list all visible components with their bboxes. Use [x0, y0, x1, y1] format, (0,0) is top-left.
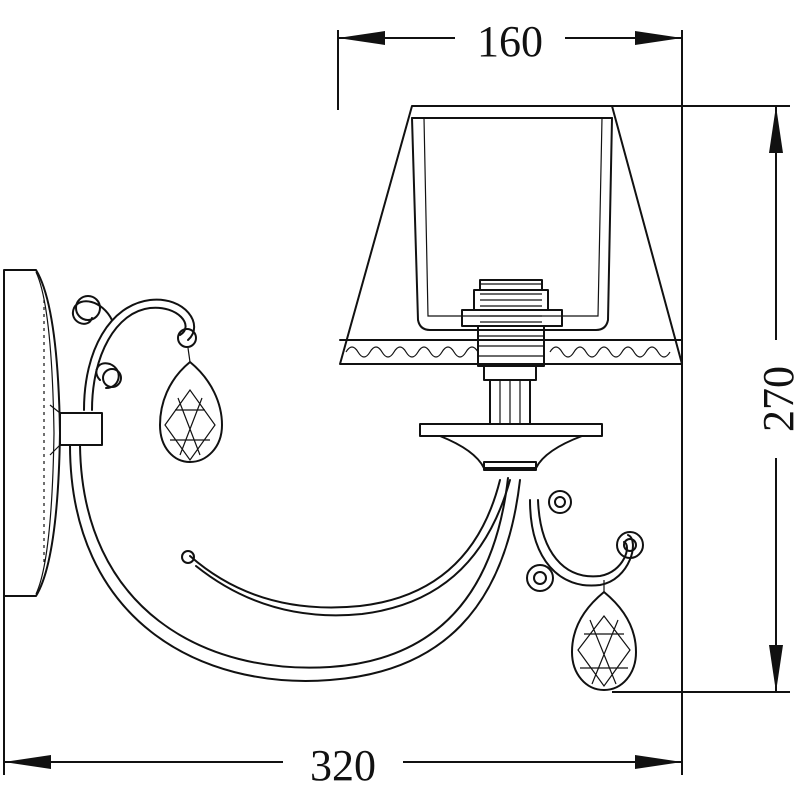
dimension-bottom-label: 320	[310, 741, 376, 790]
dimension-bottom: 320	[3, 110, 683, 790]
arrow-right	[635, 31, 682, 45]
wall-plate	[3, 269, 103, 597]
lamp-arm	[69, 444, 521, 682]
arrow-right	[635, 755, 682, 769]
upper-scroll	[71, 295, 223, 463]
dimension-right: 270	[608, 105, 800, 693]
lamp-shade	[339, 105, 683, 367]
candle-cup	[419, 365, 603, 471]
arrow-left	[4, 755, 51, 769]
arrow-left	[338, 31, 385, 45]
dimension-top-label: 160	[477, 17, 543, 66]
arrow-up	[769, 106, 783, 153]
arrow-down	[769, 645, 783, 692]
dimension-top: 160	[337, 17, 683, 110]
dimension-right-label: 270	[754, 366, 800, 432]
lower-scroll	[526, 490, 644, 691]
